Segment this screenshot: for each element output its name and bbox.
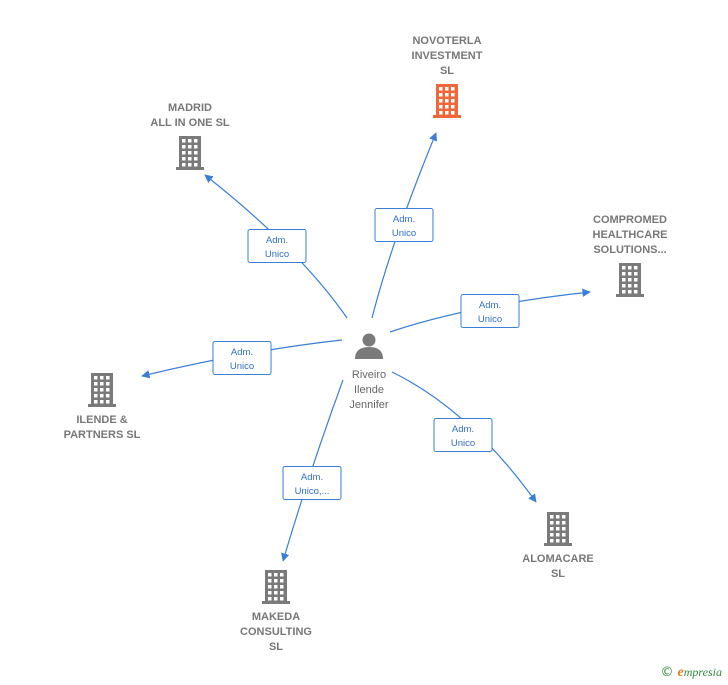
relation-label-box[interactable]: [212, 341, 272, 375]
company-label-line: MADRID: [168, 102, 212, 114]
company-label-line: NOVOTERLA: [412, 35, 481, 47]
building-icon[interactable]: [433, 84, 461, 118]
nodes-layer: NOVOTERLA INVESTMENT SL MADRID ALL IN ONE SL…: [64, 35, 668, 653]
relation-edge-novoterla[interactable]: Adm. Unico: [371, 132, 438, 319]
company-label-line: SL: [440, 65, 454, 77]
relation-label-box[interactable]: [460, 294, 520, 328]
relation-label-line: Unico,...: [295, 486, 330, 497]
company-label: NOVOTERLA INVESTMENT SL: [412, 35, 483, 77]
company-label: MADRID ALL IN ONE SL: [150, 102, 230, 129]
relation-edge-makeda[interactable]: Adm. Unico,...: [281, 379, 344, 562]
relation-label: Adm. Unico: [265, 235, 289, 260]
company-label-line: SL: [551, 568, 565, 580]
relation-label-box[interactable]: [374, 208, 434, 242]
relation-label-line: Unico: [265, 249, 289, 260]
company-label-line: COMPROMED: [593, 214, 667, 226]
relation-label-line: Adm.: [479, 300, 501, 311]
building-icon[interactable]: [176, 136, 204, 170]
company-label: ALOMACARE SL: [522, 553, 594, 580]
copyright-symbol: ©: [660, 665, 674, 680]
relation-label: Adm. Unico: [230, 347, 254, 372]
company-label-line: CONSULTING: [240, 626, 312, 638]
relation-label-line: Unico: [230, 361, 254, 372]
company-node-alomacare[interactable]: ALOMACARE SL: [522, 512, 594, 580]
brand-watermark: ©empresia: [661, 665, 722, 681]
person-label-line: Riveiro: [352, 369, 386, 381]
relation-label-line: Adm.: [266, 235, 288, 246]
company-label-line: ILENDE &: [76, 414, 127, 426]
brand-name: mpresia: [683, 665, 722, 679]
relation-label: Adm. Unico: [451, 424, 475, 449]
relation-edge-ilende[interactable]: Adm. Unico: [141, 339, 343, 379]
company-label: MAKEDA CONSULTING SL: [240, 611, 312, 653]
company-node-makeda[interactable]: MAKEDA CONSULTING SL: [240, 570, 312, 653]
relation-label-box[interactable]: [247, 229, 307, 263]
building-icon[interactable]: [544, 512, 572, 546]
building-icon[interactable]: [616, 263, 644, 297]
company-label: ILENDE & PARTNERS SL: [64, 414, 141, 441]
relation-label: Adm. Unico: [478, 300, 502, 325]
person-label-line: Jennifer: [349, 399, 388, 411]
relation-label-line: Adm.: [393, 214, 415, 225]
relation-label-line: Adm.: [301, 472, 323, 483]
company-label-line: ALOMACARE: [522, 553, 594, 565]
relation-label-line: Adm.: [452, 424, 474, 435]
relation-label-box[interactable]: [433, 418, 493, 452]
building-icon[interactable]: [262, 570, 290, 604]
relation-label-line: Unico: [478, 314, 502, 325]
company-label-line: SOLUTIONS...: [593, 244, 666, 256]
company-label-line: HEALTHCARE: [593, 229, 668, 241]
company-label-line: PARTNERS SL: [64, 429, 141, 441]
company-label-line: ALL IN ONE SL: [150, 117, 230, 129]
company-label-line: SL: [269, 641, 283, 653]
company-label-line: INVESTMENT: [412, 50, 483, 62]
relation-label-line: Unico: [392, 228, 416, 239]
relation-label: Adm. Unico,...: [295, 472, 330, 497]
company-node-compromed[interactable]: COMPROMED HEALTHCARE SOLUTIONS...: [593, 214, 668, 297]
relation-label-box[interactable]: [282, 466, 342, 500]
relation-edge-madrid[interactable]: Adm. Unico: [204, 174, 348, 319]
relation-label: Adm. Unico: [392, 214, 416, 239]
company-node-ilende[interactable]: ILENDE & PARTNERS SL: [64, 373, 141, 441]
relation-label-line: Adm.: [231, 347, 253, 358]
brand-initial: e: [677, 665, 684, 680]
person-label-line: Ilende: [354, 384, 384, 396]
company-label: COMPROMED HEALTHCARE SOLUTIONS...: [593, 214, 668, 256]
edges-layer: Adm.UnicoAdm.UnicoAdm.UnicoAdm.UnicoAdm.…: [141, 132, 591, 562]
company-node-madrid[interactable]: MADRID ALL IN ONE SL: [150, 102, 230, 170]
person-icon[interactable]: [355, 333, 383, 360]
relation-label-line: Unico: [451, 438, 475, 449]
relation-edge-compromed[interactable]: Adm. Unico: [389, 288, 591, 333]
company-label-line: MAKEDA: [252, 611, 300, 623]
relation-edge-alomacare[interactable]: Adm. Unico: [391, 371, 537, 503]
building-icon[interactable]: [88, 373, 116, 407]
company-node-novoterla[interactable]: NOVOTERLA INVESTMENT SL: [412, 35, 483, 118]
